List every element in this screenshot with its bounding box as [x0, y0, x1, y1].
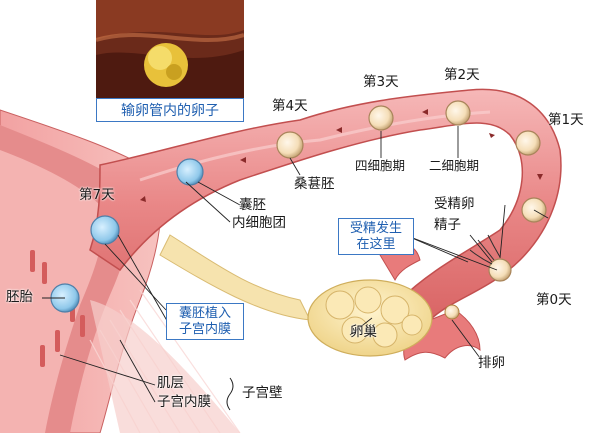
leader-lines [42, 126, 549, 403]
photo-caption: 输卵管内的卵子 [96, 98, 244, 122]
ovary-label: 卵巢 [350, 324, 377, 340]
day2-label: 第2天 [444, 67, 480, 83]
fertilization-line1: 受精发生 [349, 221, 402, 236]
implantation-callout: 囊胚植入 子宫内膜 [166, 303, 244, 341]
blastocyst-label: 囊胚 [239, 197, 266, 213]
inner-cell-mass-label: 内细胞团 [232, 215, 286, 231]
fertilized-egg-label: 受精卵 [434, 196, 475, 212]
day4-label: 第4天 [272, 98, 308, 114]
sperm-icons [469, 234, 501, 265]
ovary [307, 279, 433, 357]
blastocyst-cell [176, 158, 204, 186]
four-cell-label: 四细胞期 [355, 158, 406, 173]
ovulation-label: 排卵 [478, 355, 505, 371]
day3-label: 第3天 [363, 74, 399, 90]
muscle-layer-label: 肌层 [157, 375, 184, 391]
day7-blastocyst [90, 215, 120, 245]
fertilized-egg-cell [488, 258, 512, 282]
sperm-label: 精子 [434, 217, 461, 233]
day2-cell [515, 130, 541, 156]
implantation-line1: 囊胚植入 [178, 306, 231, 321]
embryo-label: 胚胎 [6, 289, 33, 305]
uterine-wall-brace [226, 377, 234, 411]
oocyte-photo [96, 0, 244, 100]
two-cell-label: 二细胞期 [429, 158, 480, 173]
fertilization-line2: 在这里 [356, 236, 396, 252]
day1-label: 第1天 [548, 112, 584, 128]
two-cell-stage [445, 100, 471, 126]
day0-label: 第0天 [536, 292, 572, 308]
four-cell-stage [368, 105, 394, 131]
day7-label: 第7天 [79, 187, 115, 203]
morula-cell [276, 131, 304, 159]
uterine-wall-label: 子宫壁 [242, 385, 283, 401]
direction-arrows [140, 109, 543, 202]
morula-label: 桑葚胚 [294, 176, 335, 192]
ovulated-egg [444, 304, 460, 320]
implantation-line2: 子宫内膜 [178, 321, 231, 337]
fertilization-callout: 受精发生 在这里 [338, 218, 414, 256]
zygote-stages [50, 100, 547, 313]
endometrium-label: 子宫内膜 [157, 394, 211, 410]
